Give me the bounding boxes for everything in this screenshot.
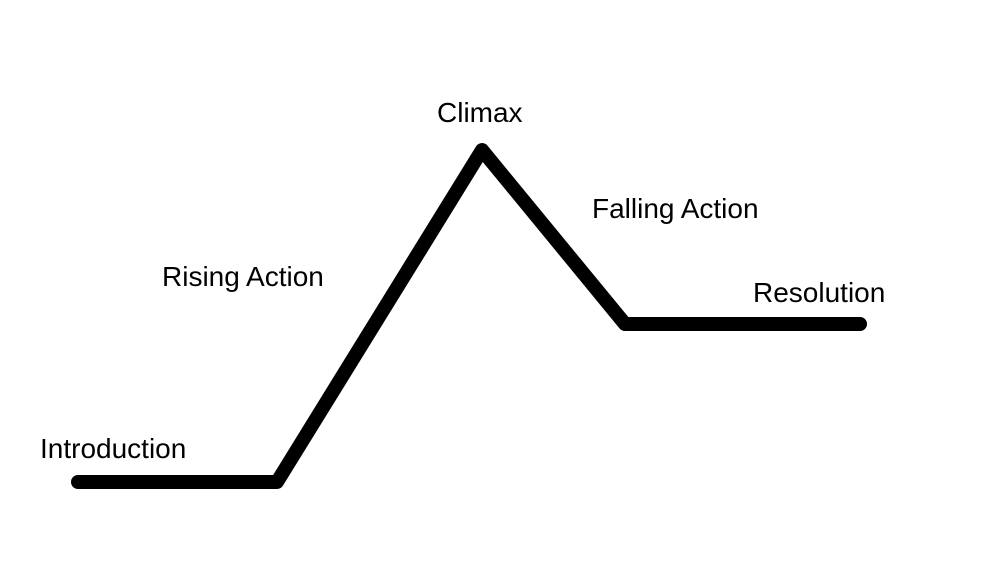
stage-label-introduction: Introduction bbox=[40, 433, 186, 464]
stage-label-resolution: Resolution bbox=[753, 277, 885, 308]
plot-arc-line bbox=[71, 143, 867, 489]
stage-label-climax: Climax bbox=[437, 97, 523, 128]
stage-label-falling-action: Falling Action bbox=[592, 193, 759, 224]
stage-label-rising-action: Rising Action bbox=[162, 261, 324, 292]
